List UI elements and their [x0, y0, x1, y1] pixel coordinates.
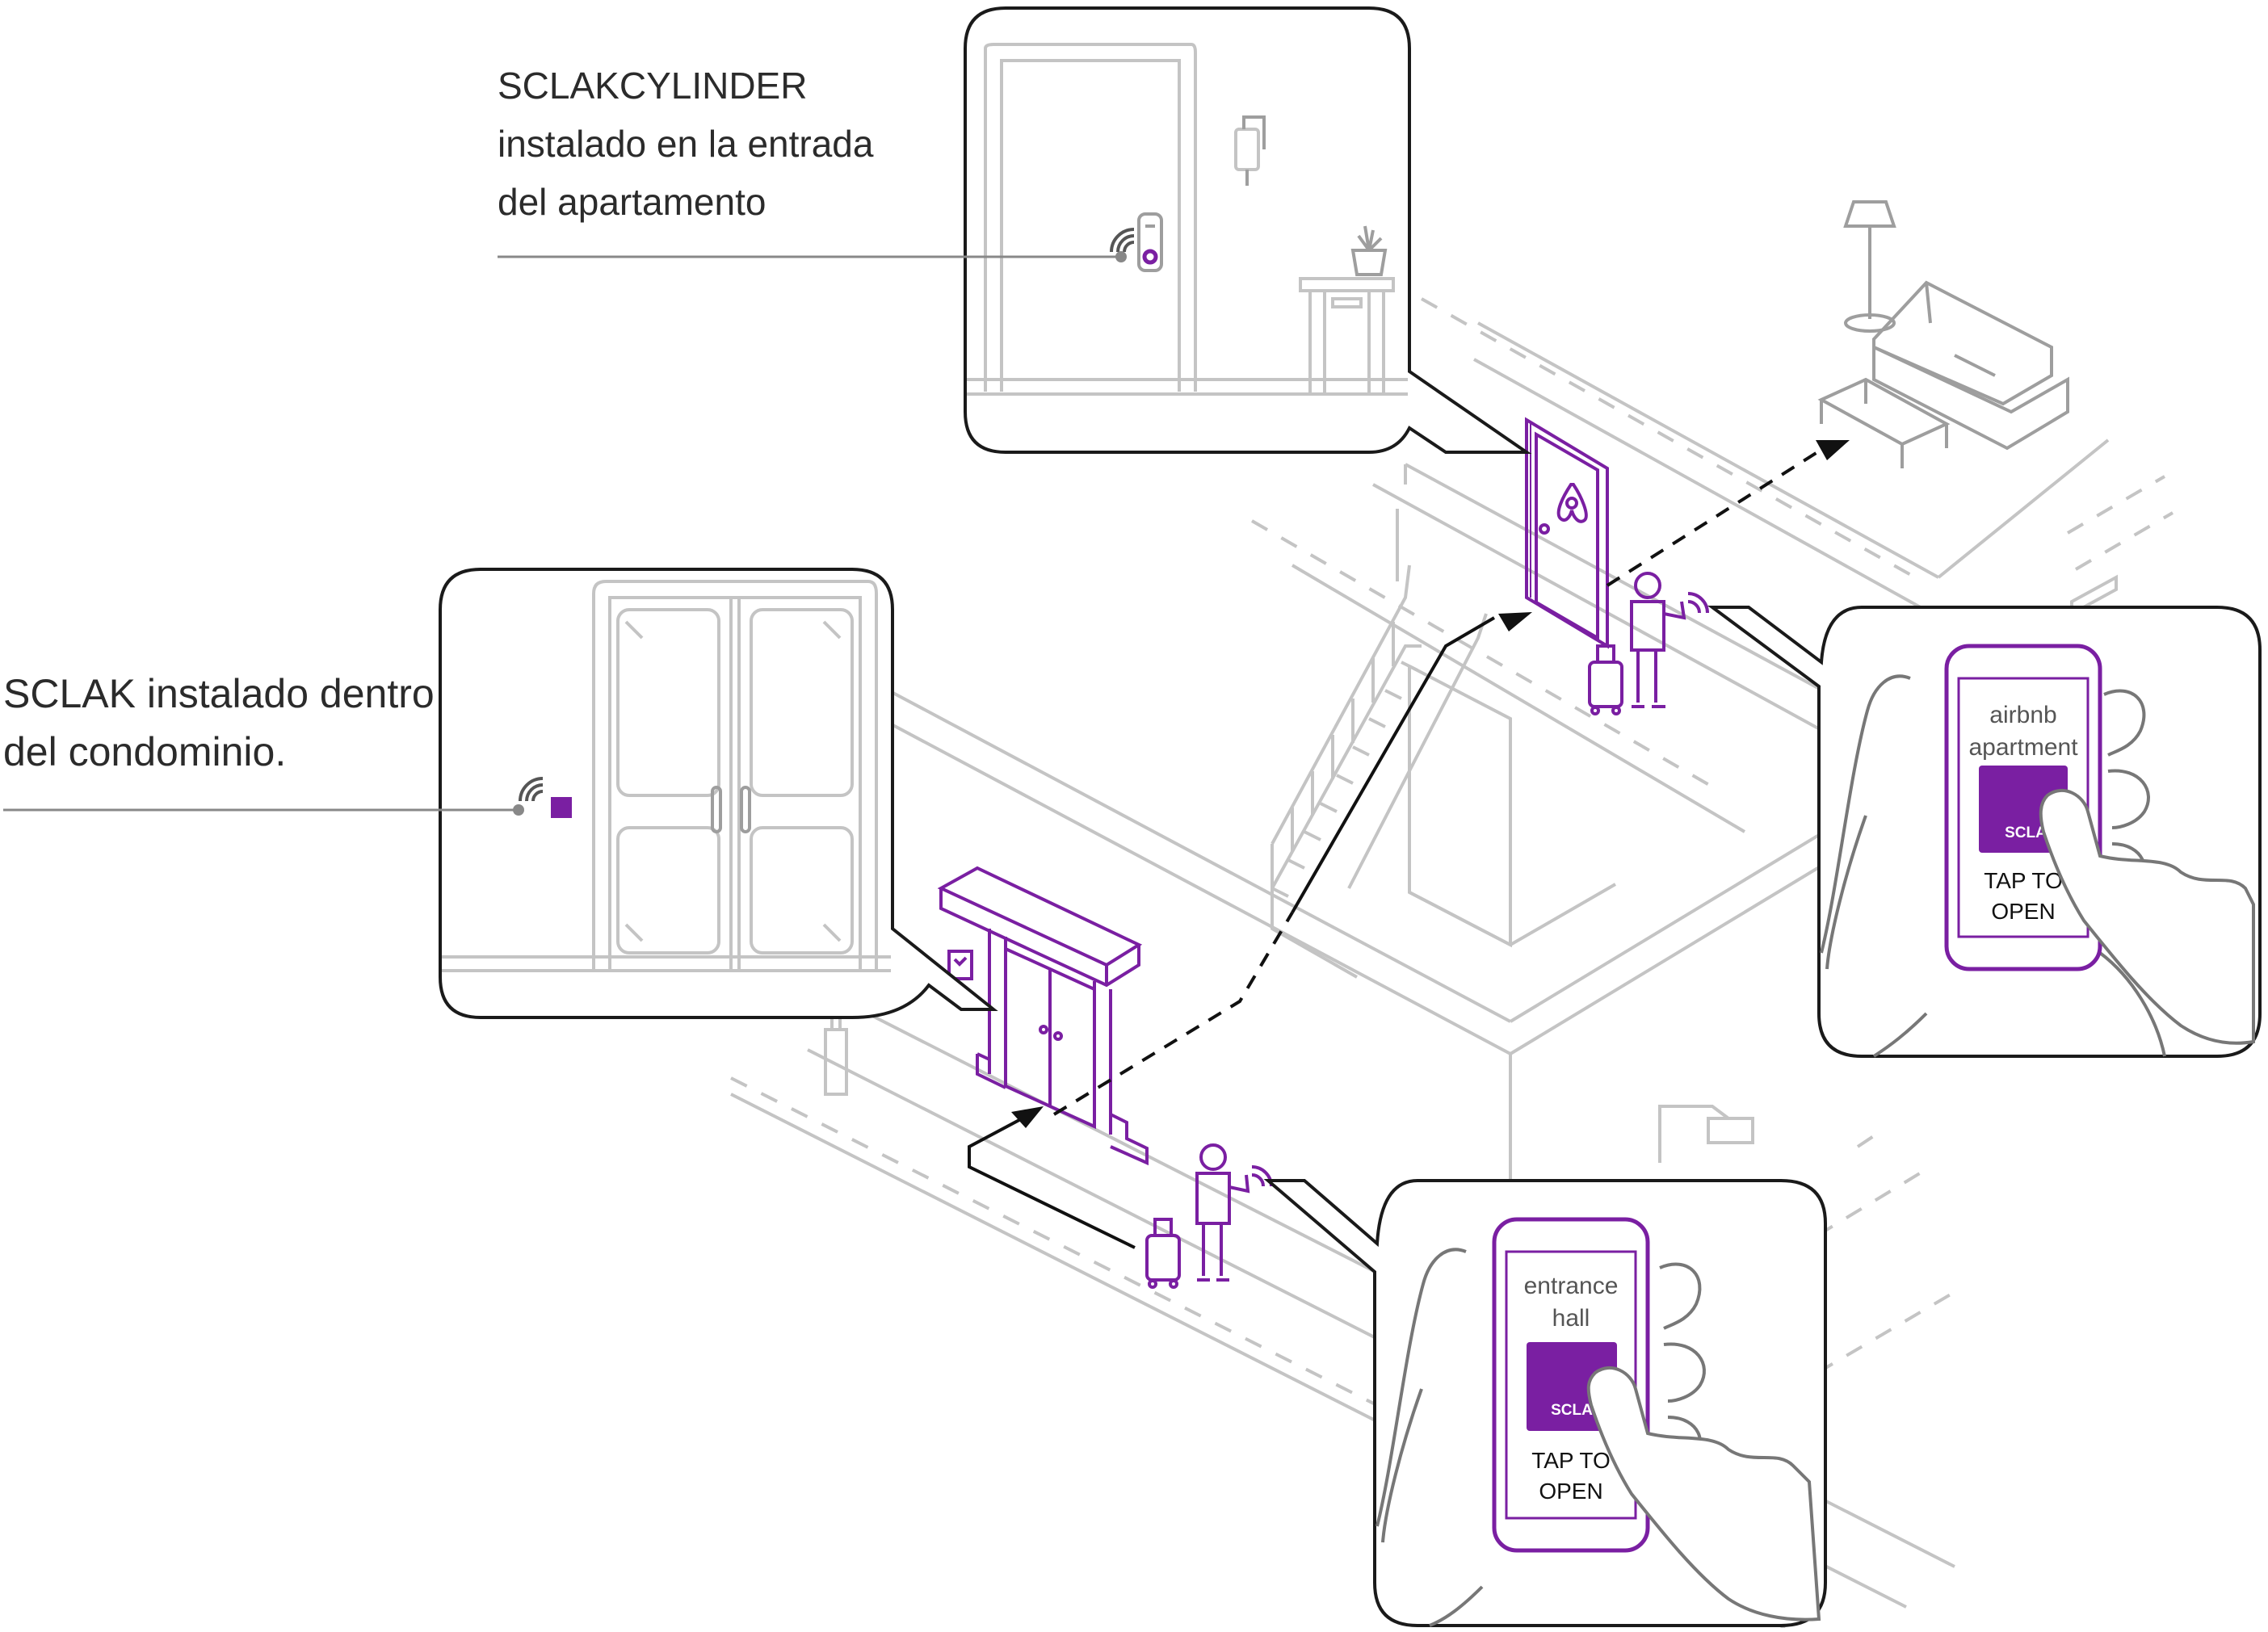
wifi-signal-icon: [519, 777, 544, 802]
entrance-phone-callout: entrance hall SCLA TAP TO OPEN: [1263, 1179, 1827, 1627]
cylinder-callout-label: SCLAKCYLINDER instalado en la entrada de…: [498, 57, 873, 231]
sclak-label-line1: SCLAK instalado dentro: [3, 671, 435, 716]
apartment-phone-callout: airbnb apartment SCLA TAP TO OPEN: [1707, 606, 2262, 1058]
tapping-finger-icon: [2039, 789, 2255, 1045]
phone-apartment-action-line2: OPEN: [1991, 899, 2055, 924]
apartment-door: [1525, 417, 1609, 649]
sclak-cylinder-lock: [1137, 212, 1163, 272]
phone-apartment-action-line1: TAP TO: [1984, 868, 2063, 893]
condominium-door-callout: [3, 568, 998, 1019]
cylinder-label-line3: del apartamento: [498, 181, 766, 223]
sclak-callout-label: SCLAK instalado dentro del condominio.: [3, 665, 435, 781]
phone-entrance-title-line1: entrance: [1524, 1273, 1619, 1299]
phone-apartment-brand: SCLA: [2005, 824, 2047, 841]
condominium-entrance: [937, 866, 1149, 1166]
phone-entrance-title-line2: hall: [1552, 1305, 1590, 1332]
airbnb-logo-icon: [1556, 483, 1588, 523]
sclak-device-icon: [551, 797, 572, 818]
cylinder-label-line1: SCLAKCYLINDER: [498, 65, 808, 107]
tapping-finger-icon: [1586, 1366, 1821, 1622]
sclak-cylinder-knob-icon: [1142, 249, 1158, 265]
living-room-furniture: [1817, 200, 2069, 468]
guest-with-luggage-entrance: [1145, 1143, 1273, 1289]
access-path: [968, 451, 1819, 1249]
path-arrowheads: [1011, 440, 1850, 1128]
cylinder-label-line2: instalado en la entrada: [498, 123, 874, 165]
apartment-door-callout: [498, 6, 1532, 454]
phone-apartment-title-line2: apartment: [1968, 734, 2078, 761]
guest-with-luggage-apartment: [1588, 572, 1709, 715]
phone-entrance-action-line2: OPEN: [1539, 1479, 1602, 1504]
wifi-signal-icon: [1110, 228, 1135, 253]
sclak-label-line2: del condominio.: [3, 729, 287, 774]
phone-entrance-action-line1: TAP TO: [1531, 1448, 1611, 1473]
phone-entrance-brand: SCLA: [1551, 1402, 1593, 1419]
phone-apartment-title-line1: airbnb: [1989, 702, 2056, 728]
